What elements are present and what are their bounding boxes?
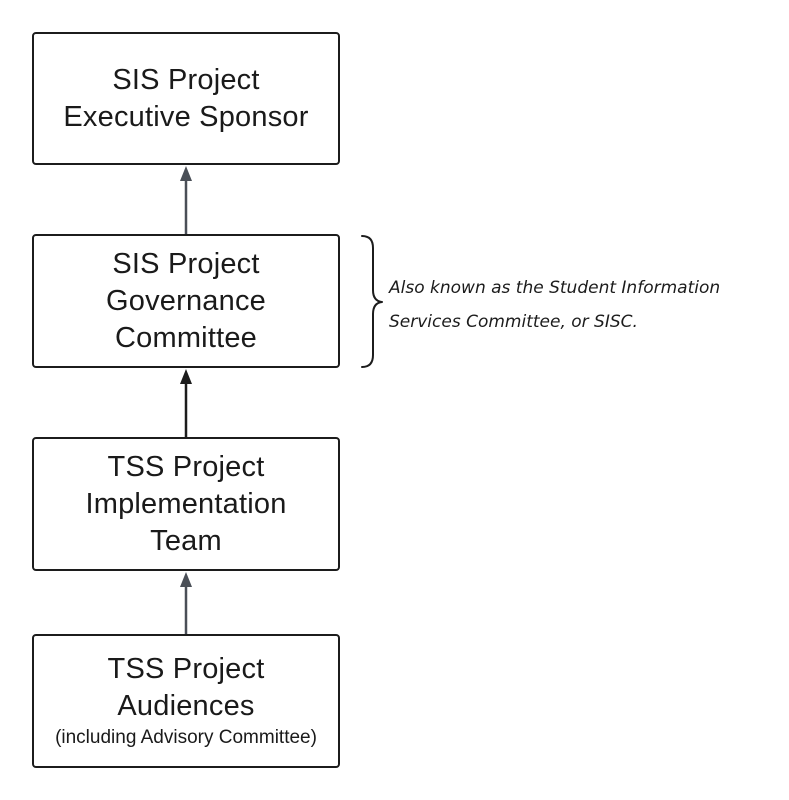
arrow-implementation-to-governance (180, 369, 192, 437)
curly-brace (361, 235, 383, 368)
annotation-line1: Also known as the Student Information (389, 278, 721, 298)
executive-sponsor-line2: Executive Sponsor (63, 100, 309, 133)
implementation-team-line2: Implementation (85, 487, 287, 520)
sisc-annotation: Also known as the Student Information Se… (389, 271, 779, 339)
audiences-subtitle: (including Advisory Committee) (55, 727, 317, 748)
arrow-governance-to-executive (180, 166, 192, 234)
audiences-box: TSS Project Audiences (including Advisor… (32, 634, 340, 768)
governance-committee-box: SIS Project Governance Committee (32, 234, 340, 368)
governance-committee-line1: SIS Project (112, 247, 260, 280)
governance-committee-line3: Committee (115, 321, 257, 354)
governance-committee-line2: Governance (106, 284, 266, 317)
implementation-team-line3: Team (150, 524, 222, 557)
implementation-team-line1: TSS Project (107, 450, 265, 483)
audiences-line1: TSS Project (107, 653, 265, 685)
executive-sponsor-line1: SIS Project (112, 63, 260, 96)
audiences-line2: Audiences (117, 690, 255, 722)
implementation-team-box: TSS Project Implementation Team (32, 437, 340, 571)
arrow-audiences-to-implementation (180, 572, 192, 634)
annotation-line2: Services Committee, or SISC. (389, 312, 638, 332)
executive-sponsor-box: SIS Project Executive Sponsor (32, 32, 340, 165)
